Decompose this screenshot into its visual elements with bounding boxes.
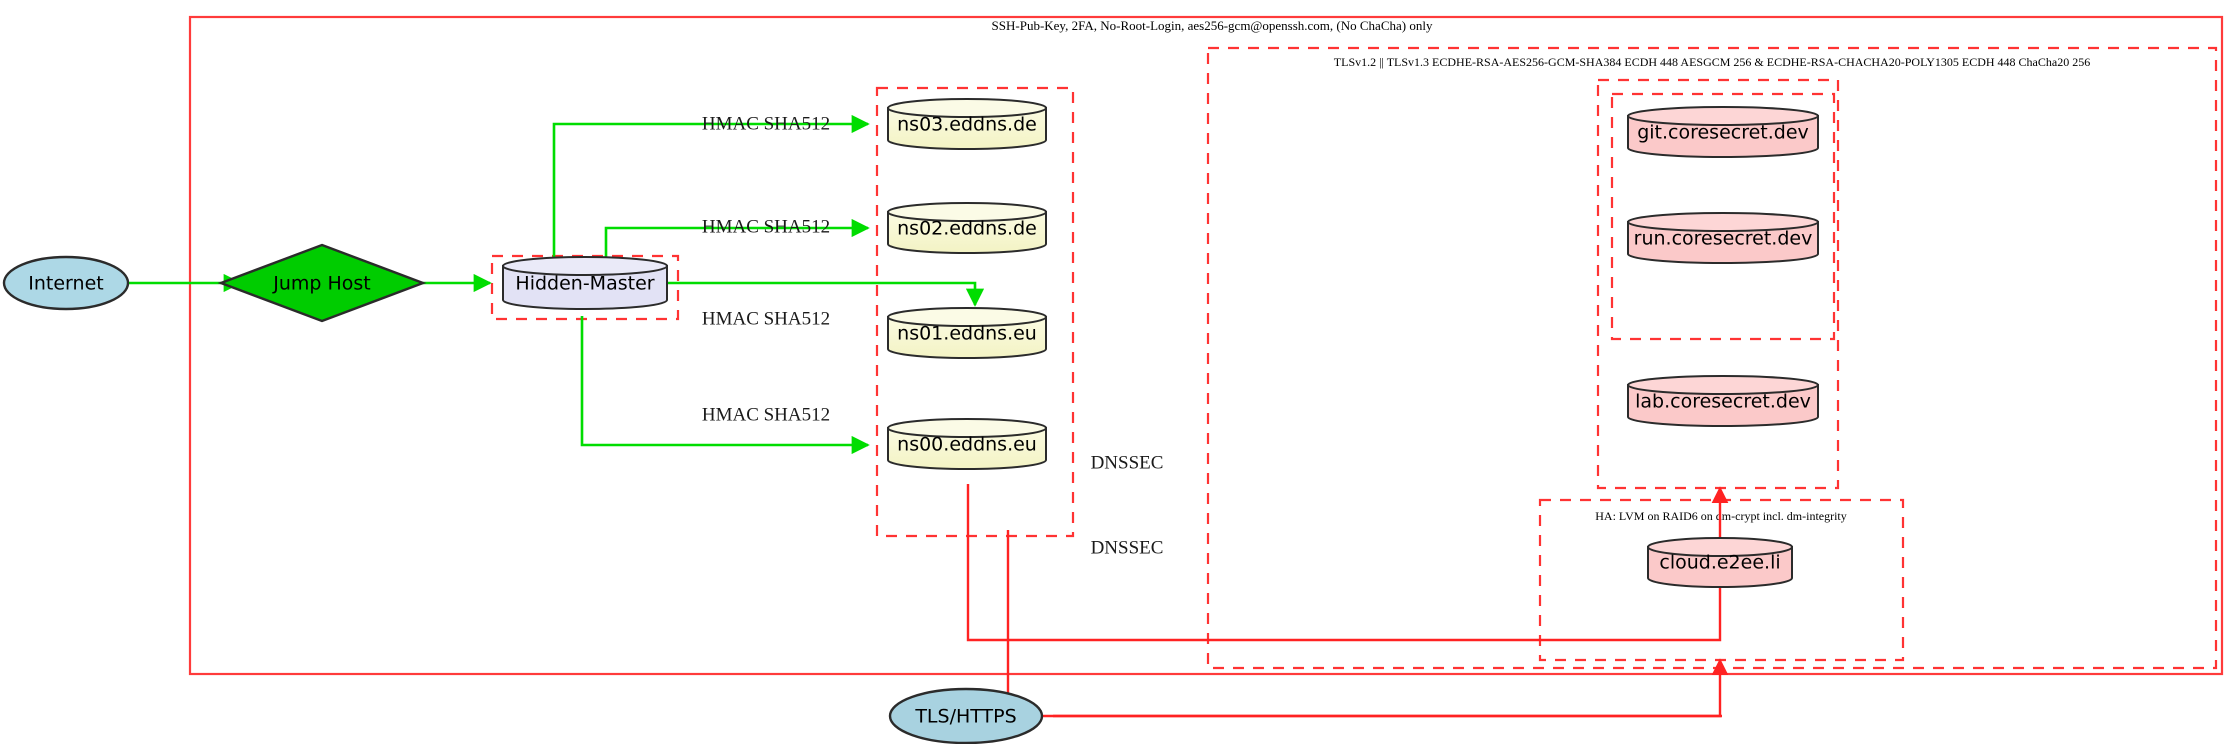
node-lab-label: lab.coresecret.dev [1635, 391, 1811, 413]
node-cloud-e2ee[interactable]: cloud.e2ee.li [1647, 537, 1793, 588]
edge-label-hmac-ns01: HMAC SHA512 [702, 308, 830, 329]
node-cloud-label: cloud.e2ee.li [1659, 552, 1780, 574]
edge-hiddenmaster-to-ns01 [662, 281, 985, 307]
node-hidden-master[interactable]: Hidden-Master [502, 256, 668, 310]
edge-dnssec-upper [966, 484, 1729, 642]
node-ns02-label: ns02.eddns.de [897, 218, 1037, 240]
edge-hiddenmaster-to-ns02 [604, 218, 870, 260]
node-ns00-label: ns00.eddns.eu [897, 434, 1037, 456]
edge-label-dnssec-lower: DNSSEC [1091, 537, 1164, 558]
node-internet-label: Internet [28, 273, 103, 295]
edge-label-hmac-ns00: HMAC SHA512 [702, 404, 830, 425]
node-ns00[interactable]: ns00.eddns.eu [887, 418, 1047, 470]
node-tls-https[interactable]: TLS/HTTPS [888, 687, 1044, 744]
node-run-coresecret[interactable]: run.coresecret.dev [1627, 212, 1819, 264]
ssh-perimeter-label: SSH-Pub-Key, 2FA, No-Root-Login, aes256-… [992, 18, 1433, 33]
edge-hiddenmaster-to-ns03 [552, 114, 870, 260]
edge-label-hmac-ns03: HMAC SHA512 [702, 113, 830, 134]
ssh-perimeter-box [188, 15, 2224, 676]
node-lab-coresecret[interactable]: lab.coresecret.dev [1627, 375, 1819, 427]
edge-label-dnssec-upper: DNSSEC [1091, 452, 1164, 473]
coresecret-inner-box [1610, 92, 1836, 341]
node-git-label: git.coresecret.dev [1637, 122, 1809, 144]
node-ns02[interactable]: ns02.eddns.de [887, 202, 1047, 254]
node-ns01[interactable]: ns01.eddns.eu [887, 307, 1047, 359]
dns-cluster-box [875, 86, 1075, 538]
hidden-master-cluster-box [490, 254, 680, 321]
node-hidden-master-label: Hidden-Master [515, 273, 654, 295]
node-jump-host-label: Jump Host [272, 273, 371, 295]
node-ns03-label: ns03.eddns.de [897, 114, 1037, 136]
node-run-label: run.coresecret.dev [1634, 228, 1813, 250]
edge-hiddenmaster-to-ns00 [580, 316, 870, 455]
node-git-coresecret[interactable]: git.coresecret.dev [1627, 106, 1819, 158]
node-ns03[interactable]: ns03.eddns.de [887, 98, 1047, 150]
tls-perimeter-box [1206, 46, 2218, 670]
node-jump-host[interactable]: Jump Host [217, 243, 427, 323]
edge-label-hmac-ns02: HMAC SHA512 [702, 216, 830, 237]
tls-perimeter-label: TLSv1.2 || TLSv1.3 ECDHE-RSA-AES256-GCM-… [1334, 55, 2090, 69]
node-ns01-label: ns01.eddns.eu [897, 323, 1037, 345]
node-tls-https-label: TLS/HTTPS [914, 706, 1016, 728]
node-internet[interactable]: Internet [2, 255, 130, 311]
